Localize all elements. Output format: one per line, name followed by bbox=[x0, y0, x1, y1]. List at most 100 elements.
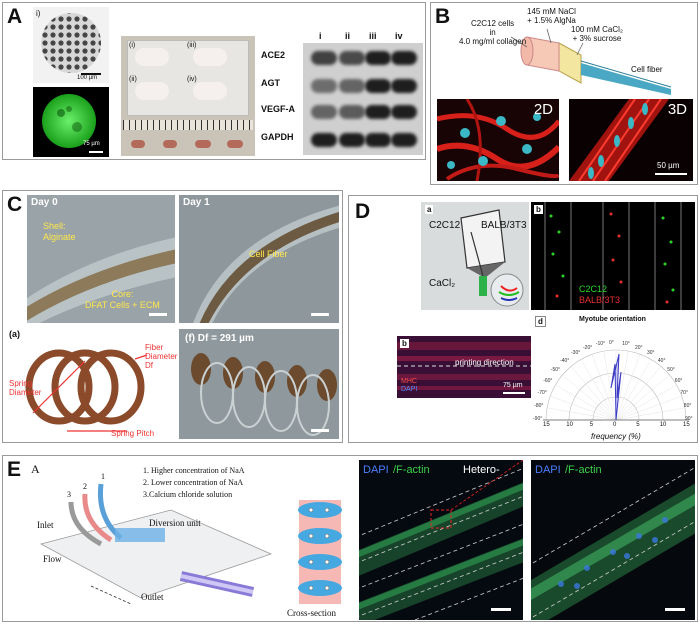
spring-pitch-label: Spring Pitch bbox=[111, 429, 155, 438]
polar-angle-label: -50° bbox=[550, 367, 561, 374]
polar-angle-label: 30° bbox=[647, 350, 655, 357]
day0-fiber-graphic bbox=[27, 237, 175, 323]
mouse-label-2: (ii) bbox=[129, 76, 137, 83]
spheroid-graphic bbox=[42, 94, 103, 153]
blot-row-gapdh bbox=[305, 129, 421, 151]
polar-freq-tick: 10 bbox=[659, 422, 667, 428]
polar-angle-label: 0° bbox=[609, 340, 614, 346]
hetero-fiber-zoom-image: DAPI /F-actin bbox=[531, 460, 695, 620]
fluorescent-fibers-image: b C2C12 BALB/3T3 bbox=[531, 202, 695, 310]
polar-angle-label: -70° bbox=[537, 390, 547, 396]
actin-2d-graphic bbox=[437, 99, 559, 181]
polar-angle-label: 80° bbox=[683, 402, 692, 409]
image-2d-culture: 2D bbox=[437, 99, 559, 181]
scale-bar-spring bbox=[311, 429, 329, 432]
polar-angle-label: 50° bbox=[667, 367, 675, 374]
polar-freq-tick: 10 bbox=[566, 422, 573, 428]
polar-angle-label: -10° bbox=[595, 341, 606, 348]
mouse-label-4: (iv) bbox=[187, 76, 197, 83]
image-day0: Day 0 Shell: Alginate Core: DFAT Cells +… bbox=[27, 195, 175, 323]
cell-fiber-label-c: Cell Fiber bbox=[249, 249, 288, 259]
fiber-diameter-label: Fiber Diameter Df bbox=[145, 343, 178, 370]
sub-label-a-c: (a) bbox=[9, 329, 20, 339]
polar-freq-tick: 0 bbox=[613, 422, 617, 428]
core-label: Core: DFAT Cells + ECM bbox=[85, 289, 160, 310]
polar-angle-label: -60° bbox=[543, 378, 553, 384]
mouse-label-3: (iii) bbox=[187, 42, 197, 49]
panel-label-b: B bbox=[435, 5, 451, 28]
panel-e: E A 1. Higher concentration of NaA 2. Lo… bbox=[2, 455, 698, 622]
polar-freq-tick: 15 bbox=[683, 422, 690, 428]
blot-image bbox=[303, 43, 423, 155]
day1-fiber-graphic bbox=[193, 205, 339, 323]
blot-label-vegfa: VEGF-A bbox=[261, 104, 296, 114]
polar-angle-label: 20° bbox=[635, 344, 643, 351]
ruler bbox=[123, 120, 253, 130]
image-3d-fiber: 3D 50 µm bbox=[569, 99, 693, 181]
mouse-1 bbox=[135, 48, 169, 66]
microfluidic-device-diagram: A 1. Higher concentration of NaA 2. Lowe… bbox=[31, 458, 281, 620]
day0-label: Day 0 bbox=[31, 197, 58, 208]
blot-col-iii: iii bbox=[369, 31, 377, 41]
cross-section-diagram: Cross-section bbox=[287, 496, 353, 620]
diversion-label: Diversion unit bbox=[149, 518, 201, 528]
mouse-label-1: (i) bbox=[129, 42, 136, 49]
legend-balb: BALB/3T3 bbox=[579, 295, 621, 305]
sem-sublabel: i) bbox=[36, 9, 41, 18]
hetero-label: Hetero- bbox=[463, 464, 500, 476]
label-3d: 3D bbox=[667, 101, 687, 118]
zoom-fiber-graphic bbox=[531, 467, 695, 620]
excised-tissue-row bbox=[129, 140, 249, 148]
scale-label-b: 50 µm bbox=[657, 161, 680, 170]
printer-nozzle-image: a C2C12 BALB/3T3 CaCl₂ bbox=[421, 202, 529, 310]
mouse-2 bbox=[135, 82, 169, 100]
hetero-fiber-graphic bbox=[359, 460, 523, 620]
label-1-e: 1 bbox=[101, 472, 105, 481]
label-2-e: 2 bbox=[83, 482, 87, 491]
legend-3-e: 3.Calcium chloride solution bbox=[143, 490, 233, 499]
cross-section-label: Cross-section bbox=[287, 608, 336, 618]
blot-col-iv: iv bbox=[395, 31, 403, 41]
blot-col-i: i bbox=[319, 31, 322, 41]
actin-3d-graphic bbox=[569, 99, 687, 181]
blot-row-agt bbox=[305, 75, 421, 97]
spring-diagram: (a) Spring Diameter Fiber Diameter Df Sp… bbox=[7, 329, 177, 441]
cells-collagen-label: C2C12 cells in 4.0 mg/ml collagen bbox=[459, 19, 527, 46]
polar-freq-tick: 15 bbox=[543, 422, 550, 428]
legend-2-e: 2. Lower concentration of NaA bbox=[143, 478, 244, 487]
blot-row-ace2 bbox=[305, 47, 421, 69]
panel-d: D a C2C12 BALB/3T3 CaCl₂ bbox=[348, 195, 698, 443]
factin-label-e1: /F-actin bbox=[393, 464, 430, 476]
label-c2c12: C2C12 bbox=[429, 220, 461, 231]
polar-angle-label: -80° bbox=[534, 402, 544, 409]
mice-photo: (i) (ii) (iii) (iv) bbox=[121, 36, 255, 156]
mhc-graphic bbox=[397, 342, 531, 394]
mhc-label: MHC bbox=[401, 378, 417, 385]
polar-freq-tick: 5 bbox=[589, 422, 594, 428]
label-2d: 2D bbox=[533, 101, 553, 118]
fluorescent-spheroid-image: 75 µm bbox=[33, 87, 109, 157]
image-spring-fiber: (f) Df = 291 µm bbox=[179, 329, 339, 439]
cell-fiber-label: Cell fiber bbox=[631, 65, 663, 74]
mouse-3 bbox=[193, 48, 227, 66]
polar-plot-svg bbox=[543, 349, 689, 421]
polar-angle-label: 10° bbox=[622, 341, 630, 348]
label-3-e: 3 bbox=[67, 490, 71, 499]
polar-angle-label: 90° bbox=[685, 416, 693, 422]
polar-xlabel: frequency (%) bbox=[591, 432, 641, 441]
polar-freq-tick: 5 bbox=[636, 422, 640, 428]
panel-label-a: A bbox=[7, 5, 23, 28]
cell-fiber-device-diagram bbox=[510, 28, 672, 95]
polar-angle-label: 60° bbox=[674, 378, 683, 384]
spring-diameter-label: Spring Diameter bbox=[9, 379, 42, 397]
inlet-label: Inlet bbox=[37, 520, 54, 530]
western-blot: i ii iii iv bbox=[299, 31, 423, 157]
nozzle-graphic bbox=[460, 209, 524, 307]
day1-label: Day 1 bbox=[183, 197, 210, 208]
label-balb: BALB/3T3 bbox=[481, 220, 527, 231]
spring-fiber-graphic bbox=[191, 353, 337, 436]
flow-label: Flow bbox=[43, 554, 62, 564]
blot-label-gapdh: GAPDH bbox=[261, 132, 294, 142]
dapi-label-d: DAPI bbox=[401, 386, 418, 393]
sem-sphere-graphic bbox=[41, 13, 101, 75]
